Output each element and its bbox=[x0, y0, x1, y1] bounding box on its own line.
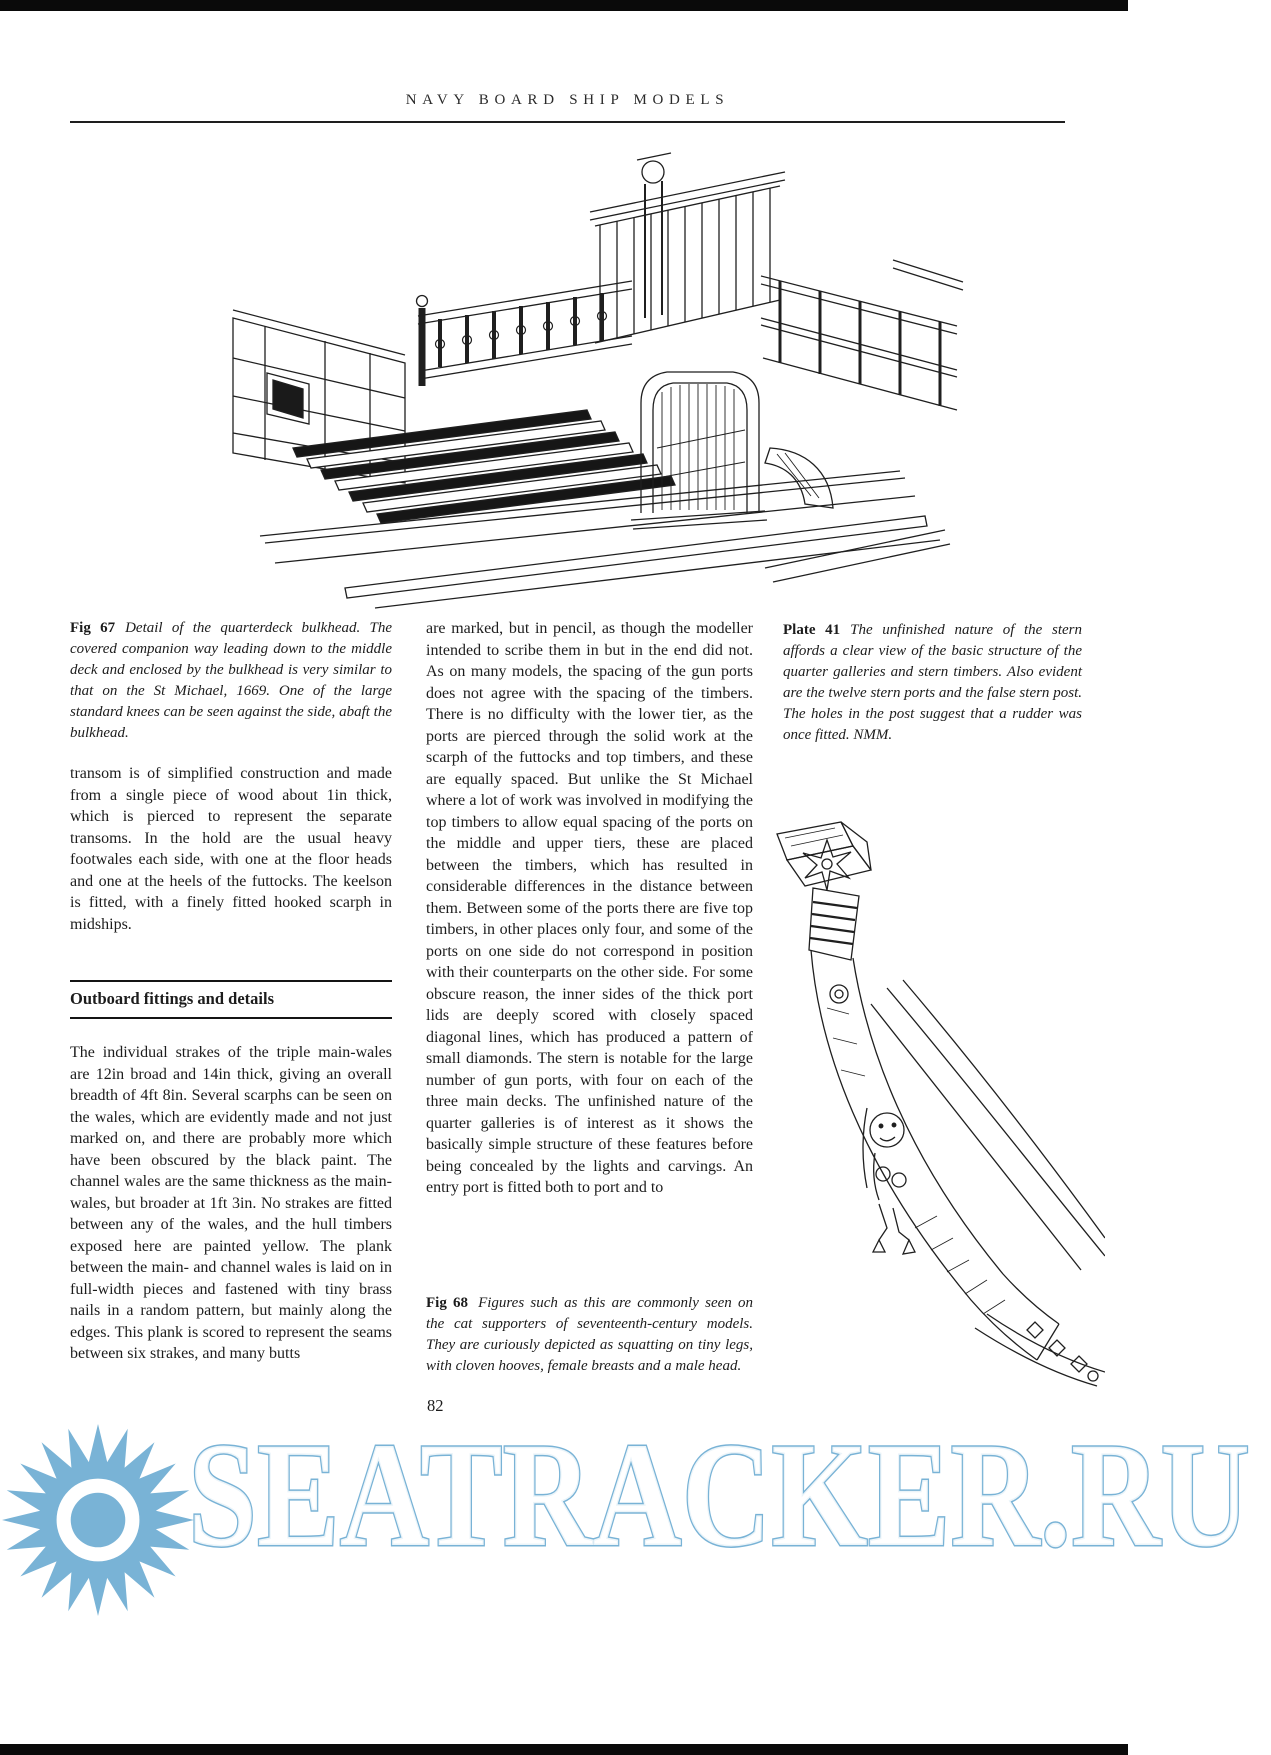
watermark-text: SEATRACKER.RU bbox=[188, 1418, 1250, 1578]
fig68-label: Fig 68 bbox=[426, 1295, 469, 1311]
running-head: NAVY BOARD SHIP MODELS bbox=[405, 92, 730, 108]
watermark-logo bbox=[2, 1424, 194, 1616]
diamond-ornaments bbox=[1026, 1321, 1099, 1382]
balusters bbox=[438, 293, 604, 367]
seatracker-sun-icon bbox=[2, 1424, 194, 1616]
page-number: 82 bbox=[427, 1396, 444, 1415]
deck-grating-stripes bbox=[292, 409, 676, 524]
fig67-label: Fig 67 bbox=[70, 620, 116, 636]
plate41-label: Plate 41 bbox=[783, 622, 841, 638]
quarterdeck-bulkhead-drawing bbox=[232, 152, 964, 609]
section-heading: Outboard fittings and details bbox=[70, 980, 392, 1019]
middle-column-para1: are marked, but in pencil, as though the… bbox=[426, 620, 753, 1196]
fig68-illustration bbox=[775, 808, 1105, 1388]
plate41-caption-text: The unfinished nature of the stern affor… bbox=[783, 622, 1082, 743]
running-head-rule bbox=[70, 121, 1065, 123]
sun-core bbox=[70, 1492, 126, 1548]
fig68-caption-text: Figures such as this are commonly seen o… bbox=[426, 1295, 753, 1374]
scan-bar-top bbox=[0, 0, 1128, 11]
cat-supporter-drawing bbox=[776, 821, 1105, 1387]
fig67-caption-text: Detail of the quarterdeck bulkhead. The … bbox=[70, 620, 392, 741]
left-column-para2: The individual strakes of the triple mai… bbox=[70, 1044, 392, 1362]
watermark-text-block: SEATRACKER.RU bbox=[182, 1418, 1271, 1588]
watermark-text-svg: SEATRACKER.RU bbox=[187, 1418, 1252, 1580]
carved-figure bbox=[862, 1107, 916, 1255]
doorway-planking bbox=[656, 384, 746, 510]
scan-bar-bottom bbox=[0, 1744, 1128, 1755]
neck-banding bbox=[809, 900, 858, 946]
right-rail-posts bbox=[778, 281, 942, 406]
fig67-illustration bbox=[205, 148, 965, 613]
bulkhead-planks bbox=[599, 188, 771, 342]
bracket-hatching bbox=[826, 1007, 1006, 1315]
left-column-para1: transom is of simplified construction an… bbox=[70, 765, 392, 933]
